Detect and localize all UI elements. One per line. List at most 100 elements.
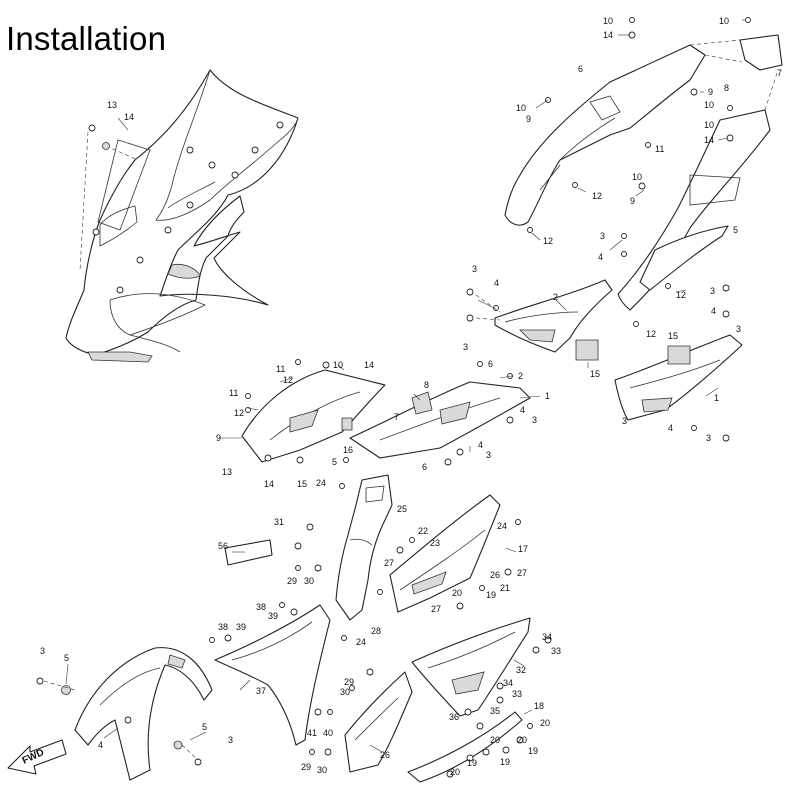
- rear-side-covers: [466, 251, 743, 442]
- callout-label: 11: [655, 144, 664, 154]
- callout-label: 3: [622, 416, 627, 426]
- callout-label: 5: [64, 653, 69, 663]
- callout-label: 4: [711, 306, 716, 316]
- callout-label: 14: [264, 479, 274, 489]
- callout-label: 14: [124, 112, 134, 122]
- callout-label: 24: [316, 478, 326, 488]
- callout-label: 16: [343, 445, 353, 455]
- callout-label: 24: [497, 521, 507, 531]
- callout-label: 31: [274, 517, 284, 527]
- callout-label: 29: [287, 576, 297, 586]
- callout-label: 10: [719, 16, 729, 26]
- callout-label: 29: [344, 677, 354, 687]
- callout-label: 34: [542, 632, 552, 642]
- callout-label: 33: [512, 689, 522, 699]
- callout-label: 24: [356, 637, 366, 647]
- callout-label: 2: [553, 292, 558, 302]
- callout-label: 14: [603, 30, 613, 40]
- callout-label: 20: [540, 718, 550, 728]
- callout-label: 12: [234, 408, 244, 418]
- lower-cowling: [209, 602, 347, 746]
- callout-label: 27: [517, 568, 527, 578]
- callout-label: 12: [592, 191, 602, 201]
- callout-label: 1: [714, 393, 719, 403]
- callout-label: 10: [516, 103, 526, 113]
- callout-label: 10: [333, 360, 343, 370]
- callout-label: 30: [317, 765, 327, 775]
- callout-label: 20: [490, 735, 500, 745]
- callout-label: 3: [463, 342, 468, 352]
- callout-label: 9: [708, 87, 713, 97]
- callout-label: 14: [364, 360, 374, 370]
- callout-label: 27: [431, 604, 441, 614]
- callout-numbers: 13 14 10 14 10 6 7 10 9 11 8 9 10 10 14 …: [40, 16, 782, 777]
- callout-label: 35: [490, 706, 500, 716]
- callout-label: 26: [380, 750, 390, 760]
- callout-label: 7: [777, 68, 782, 78]
- lower-side-panels: [309, 617, 552, 783]
- callout-label: 23: [430, 538, 440, 548]
- callout-label: 3: [710, 286, 715, 296]
- callout-label: 40: [323, 728, 333, 738]
- callout-label: 3: [600, 231, 605, 241]
- middle-side-fairings: [241, 359, 531, 466]
- callout-label: 4: [478, 440, 483, 450]
- callout-label: 3: [532, 415, 537, 425]
- callout-label: 6: [578, 64, 583, 74]
- callout-label: 41: [307, 728, 317, 738]
- callout-label: 6: [488, 359, 493, 369]
- callout-label: 2: [518, 371, 523, 381]
- callout-label: 39: [268, 611, 278, 621]
- callout-label: 12: [676, 290, 686, 300]
- page-title: Installation: [6, 20, 167, 57]
- callout-label: 4: [494, 278, 499, 288]
- callout-label: 15: [297, 479, 307, 489]
- callout-label: 30: [340, 687, 350, 697]
- callout-label: 3: [736, 324, 741, 334]
- callout-label: 20: [452, 588, 462, 598]
- callout-label: 3: [706, 433, 711, 443]
- callout-label: 19: [500, 757, 510, 767]
- callout-label: 12: [543, 236, 553, 246]
- callout-label: 25: [397, 504, 407, 514]
- front-fender: [36, 647, 213, 781]
- callout-label: 33: [551, 646, 561, 656]
- callout-label: 27: [384, 558, 394, 568]
- rear-tail-cowling: [504, 17, 783, 311]
- callout-label: 4: [520, 405, 525, 415]
- callout-label: 21: [500, 583, 510, 593]
- callout-label: 11: [276, 364, 285, 374]
- callout-label: 29: [301, 762, 311, 772]
- callout-label: 12: [646, 329, 656, 339]
- upper-fairing: [65, 69, 299, 363]
- callout-label: 5: [733, 225, 738, 235]
- callout-label: 39: [236, 622, 246, 632]
- callout-label: 19: [528, 746, 538, 756]
- callout-label: 5: [332, 457, 337, 467]
- callout-label: 15: [590, 369, 600, 379]
- callout-label: 10: [704, 100, 714, 110]
- callout-label: 32: [516, 665, 526, 675]
- callout-label: 14: [704, 135, 714, 145]
- callout-label: 3: [486, 450, 491, 460]
- inner-panels: [224, 474, 521, 621]
- callout-label: 20: [450, 767, 460, 777]
- callout-label: 13: [222, 467, 232, 477]
- callout-label: 36: [449, 712, 459, 722]
- callout-label: 4: [598, 252, 603, 262]
- callout-label: 12: [283, 375, 293, 385]
- callout-label: 5: [202, 722, 207, 732]
- callout-label: 6: [422, 462, 427, 472]
- callout-label: 34: [503, 678, 513, 688]
- forward-direction-arrow: FWD: [7, 739, 67, 775]
- callout-label: 1: [545, 391, 550, 401]
- callout-label: 15: [668, 331, 678, 341]
- callout-label: 4: [668, 423, 673, 433]
- callout-label: 3: [472, 264, 477, 274]
- callout-label: 8: [724, 83, 729, 93]
- callout-label: 9: [216, 433, 221, 443]
- callout-label: 28: [371, 626, 381, 636]
- callout-label: 22: [418, 526, 428, 536]
- callout-label: 17: [518, 544, 528, 554]
- callout-label: 8: [424, 380, 429, 390]
